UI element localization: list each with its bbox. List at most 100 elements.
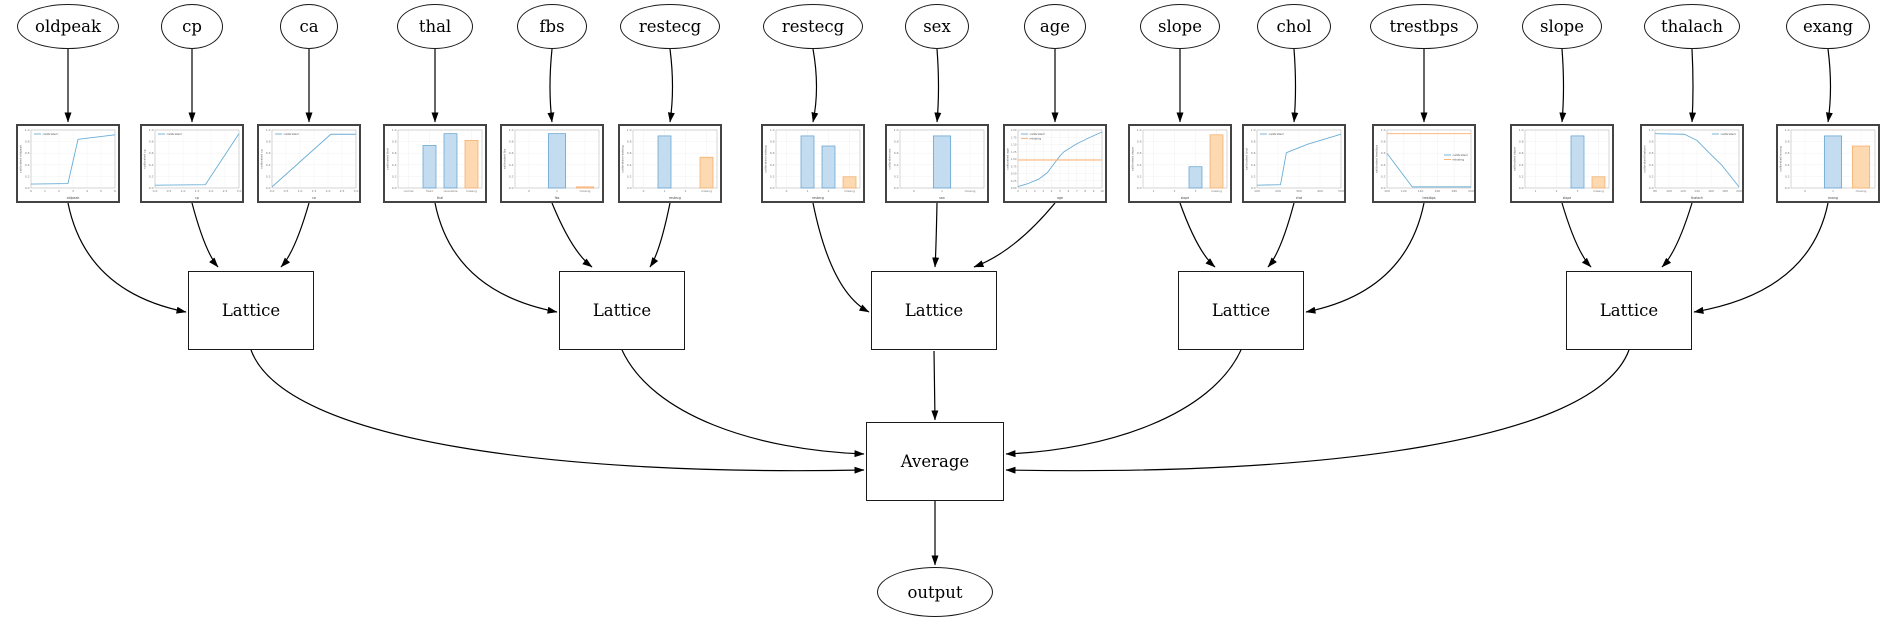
svg-text:3.0: 3.0: [237, 189, 242, 193]
lattice-node-4: Lattice: [1178, 271, 1304, 350]
svg-text:calibrated exang: calibrated exang: [1779, 146, 1783, 171]
svg-text:sex: sex: [939, 196, 945, 200]
svg-text:8: 8: [1084, 189, 1086, 193]
svg-text:calibrated thalach: calibrated thalach: [1643, 145, 1647, 172]
svg-text:3: 3: [1577, 189, 1579, 193]
svg-text:400: 400: [1317, 189, 1323, 193]
output-node: output: [877, 567, 993, 617]
average-node: Average: [866, 422, 1004, 501]
svg-text:0.0: 0.0: [1519, 186, 1524, 190]
svg-text:1.0: 1.0: [149, 128, 154, 132]
svg-text:1.0: 1.0: [181, 189, 186, 193]
svg-text:0.2: 0.2: [770, 174, 775, 178]
svg-text:0.2: 0.2: [894, 174, 899, 178]
svg-text:160: 160: [1435, 189, 1441, 193]
svg-text:2: 2: [1174, 189, 1176, 193]
svg-text:thalach: thalach: [1691, 196, 1703, 200]
svg-text:reversible: reversible: [444, 189, 458, 193]
feature-label: thal: [418, 17, 452, 36]
svg-text:0.8: 0.8: [1381, 140, 1386, 144]
svg-text:restecg: restecg: [669, 196, 681, 200]
svg-text:0.0: 0.0: [770, 186, 775, 190]
feature-label: thalach: [1660, 17, 1724, 36]
svg-text:0.2: 0.2: [1785, 174, 1790, 178]
svg-text:0.8: 0.8: [770, 140, 775, 144]
svg-text:0.6: 0.6: [894, 151, 899, 155]
svg-text:0.8: 0.8: [1519, 140, 1524, 144]
svg-text:3.0: 3.0: [354, 189, 359, 193]
svg-text:fixed: fixed: [426, 189, 433, 193]
svg-text:missing: missing: [1856, 189, 1867, 193]
calibration-line-calibrated: [1017, 131, 1103, 188]
svg-text:0.50: 0.50: [1011, 172, 1017, 176]
calibration-bar-2: [821, 145, 836, 189]
svg-text:0: 0: [786, 189, 788, 193]
svg-text:calibrated cp: calibrated cp: [143, 149, 147, 169]
svg-text:120: 120: [1401, 189, 1407, 193]
lattice-label: Lattice: [904, 301, 964, 320]
svg-text:0.0: 0.0: [153, 189, 158, 193]
svg-text:0.8: 0.8: [627, 140, 632, 144]
svg-text:calibrated fbs: calibrated fbs: [503, 148, 507, 169]
svg-text:1.00: 1.00: [1011, 157, 1017, 161]
svg-text:2.5: 2.5: [223, 189, 228, 193]
svg-text:5: 5: [100, 189, 102, 193]
svg-text:0.8: 0.8: [894, 140, 899, 144]
svg-text:0.6: 0.6: [1251, 151, 1256, 155]
svg-text:0.4: 0.4: [627, 163, 632, 167]
svg-text:0.0: 0.0: [1251, 186, 1256, 190]
svg-text:calibrated: calibrated: [1269, 132, 1284, 136]
svg-text:calibrated ca: calibrated ca: [260, 149, 264, 169]
svg-text:1.0: 1.0: [1251, 128, 1256, 132]
calibration-bar-reversible: [443, 133, 458, 189]
svg-text:0.2: 0.2: [1251, 174, 1256, 178]
svg-text:7: 7: [1076, 189, 1078, 193]
feature-label: ca: [299, 17, 319, 36]
svg-text:missing: missing: [844, 189, 855, 193]
svg-text:missing: missing: [580, 189, 591, 193]
svg-text:0.0: 0.0: [149, 186, 154, 190]
svg-text:chol: chol: [1296, 196, 1303, 200]
svg-text:140: 140: [1418, 189, 1424, 193]
svg-text:0.4: 0.4: [894, 163, 899, 167]
output-label: output: [907, 582, 963, 602]
svg-text:1.0: 1.0: [627, 128, 632, 132]
svg-text:500: 500: [1338, 189, 1344, 193]
calibration-bar-1: [1823, 135, 1843, 189]
svg-text:180: 180: [1451, 189, 1457, 193]
svg-text:0.0: 0.0: [1137, 186, 1142, 190]
svg-text:0.2: 0.2: [392, 174, 397, 178]
svg-text:1.0: 1.0: [1519, 128, 1524, 132]
svg-text:1.0: 1.0: [1381, 128, 1386, 132]
svg-text:4: 4: [1051, 189, 1053, 193]
svg-text:0.8: 0.8: [149, 140, 154, 144]
feature-label: restecg: [638, 17, 702, 36]
svg-text:0.4: 0.4: [1137, 163, 1142, 167]
svg-text:1: 1: [44, 189, 46, 193]
svg-text:120: 120: [1680, 189, 1686, 193]
svg-text:1: 1: [664, 189, 666, 193]
svg-text:0.6: 0.6: [149, 151, 154, 155]
feature-node-thalach-13: thalach: [1644, 4, 1740, 49]
svg-text:missing: missing: [1593, 189, 1604, 193]
svg-text:0.4: 0.4: [149, 163, 154, 167]
lattice-node-5: Lattice: [1566, 271, 1692, 350]
svg-text:0.25: 0.25: [1011, 179, 1017, 183]
svg-text:2.0: 2.0: [326, 189, 331, 193]
feature-node-sex-7: sex: [905, 4, 969, 49]
svg-text:0.4: 0.4: [1785, 163, 1790, 167]
calibration-bar-missing: [699, 156, 714, 189]
svg-text:0.0: 0.0: [1649, 186, 1654, 190]
feature-label: cp: [182, 17, 202, 36]
svg-text:0.2: 0.2: [1137, 174, 1142, 178]
svg-text:0.8: 0.8: [392, 140, 397, 144]
svg-text:1.0: 1.0: [25, 128, 30, 132]
feature-node-fbs-4: fbs: [517, 4, 587, 49]
svg-text:5: 5: [1059, 189, 1061, 193]
svg-text:calibrated restecg: calibrated restecg: [621, 145, 625, 172]
svg-text:0.0: 0.0: [509, 186, 514, 190]
